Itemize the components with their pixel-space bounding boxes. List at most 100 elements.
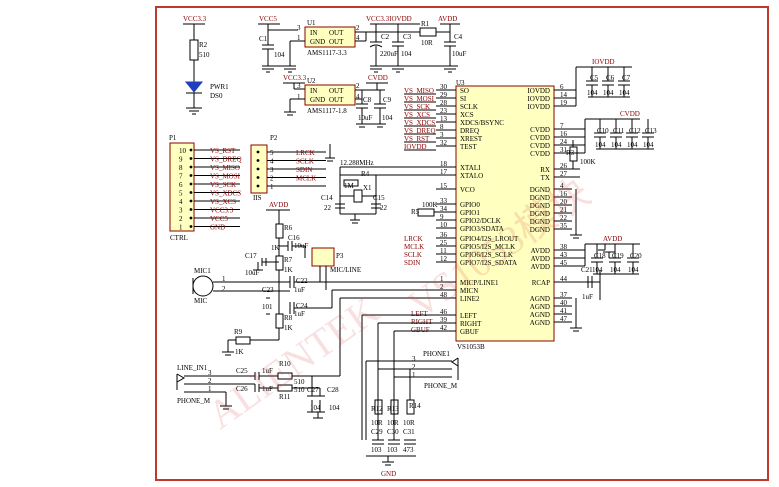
agnd-section [570,298,582,332]
rcap-section: C21 1uF [554,266,601,301]
u2-pinnum-3: 3 [297,82,301,90]
c4-ref: C4 [454,33,463,41]
c29-ref: C29 [371,428,383,436]
u3-pin-number: 32 [440,139,448,147]
line-in-jack-icon [176,373,186,390]
p1-pin-net: VCC3.3 [210,207,234,215]
p1-pin-number: 7 [179,173,183,181]
u2-pinnum-1: 1 [297,93,301,101]
c14-ref: C14 [321,194,333,202]
p1-pin-net: VS_XDCS [210,190,241,198]
u3-pin-number: 47 [560,315,568,323]
u3-pin-number: 6 [560,83,564,91]
c26-ref: C26 [236,385,248,393]
c15-ref: C15 [373,194,385,202]
p1-pin-dot [189,216,193,220]
decoupling-cap-value: 104 [611,141,622,149]
u3-pin-name: CVDD [530,150,550,158]
c25-value: 1uF [262,367,273,375]
mic-pin-2: 2 [222,285,226,293]
line-in-pin-2: 2 [208,377,212,385]
p1-pin-dot [189,157,193,160]
c23-ref: C23 [262,286,274,294]
u3-pin-net: SCLK [404,251,422,259]
p1-pin-number: 3 [179,207,183,215]
p1-pin-dot [189,199,193,203]
avdd-label-mic: AVDD [269,201,288,209]
p1-pin-net: VS_XCS [210,198,236,206]
u2-pinnum-2: 2 [356,82,360,90]
p1-pin-net: VS_MOSI [210,173,241,181]
r5-value: 100K [422,201,438,209]
u3-pin-number: 27 [560,170,568,178]
u3-pin-name: MICN [460,287,478,295]
u3-pin-name: TX [541,174,550,182]
decoupling-cap-value: 104 [610,266,621,274]
decoupling-cap-value: 104 [587,89,598,97]
r6-value: 1K [271,244,280,252]
u3-pin-name: XDCS/BSYNC [460,119,504,127]
u3-pin-number: 1 [440,275,444,283]
r10-value: 510 [294,378,305,386]
c23-value: 101 [262,303,273,311]
c30-ref: C30 [387,428,399,436]
u3-pin-name: DGND [530,202,550,210]
p1-pin-net: VS_MISO [210,164,240,172]
avdd-label: AVDD [603,235,622,243]
u2-ref: U2 [307,77,316,85]
r6-ref: R6 [284,224,293,232]
u1-pin-out2: OUT [329,38,344,46]
c11-ref: C11 [613,127,625,135]
r7-value: 1K [284,266,293,274]
u3-pin-name: GPIO7/I2S_SDATA [460,259,517,267]
u3-pin-number: 38 [560,243,568,251]
decoupling-cap-value: 104 [628,266,639,274]
p1-pin-number: 8 [179,164,183,172]
u1-pinnum-2: 2 [356,24,360,32]
u3-pin-name: GPIO3/SDATA [460,225,504,233]
c25-ref: C25 [236,367,248,375]
u2-pin-out: OUT [329,87,344,95]
u3-pin-name: GPIO4/I2S_LROUT [460,235,519,243]
r8-ref: R8 [284,314,293,322]
c26-value: 1uF [262,385,273,393]
p1-pin-number: 10 [179,147,187,155]
u3-pin-name: VCO [460,186,475,194]
u3-pin-name: XREST [460,135,483,143]
u3-pin-number: 45 [560,259,568,267]
u3-pin-number: 17 [440,168,448,176]
u1-pinnum-1: 1 [297,34,301,42]
u3-pin-net: VS_XCS [404,111,430,119]
p1-pin-net: VS_DREQ [210,156,242,164]
c22-value: 1uF [294,286,305,294]
u3-pin-number: 40 [560,299,568,307]
c16-ref: C16 [288,234,300,242]
dgnd-section [570,189,582,239]
u3-pin-name: GPIO0 [460,201,480,209]
u3-pin-number: 34 [440,205,448,213]
p3-name: MIC/LINE [330,266,361,274]
u3-pin-number: 25 [440,239,448,247]
u3-pin-name: RX [540,166,550,174]
c4-value: 10uF [452,50,467,58]
u3-pin-name: RIGHT [460,320,482,328]
u3-pin-net: IOVDD [404,143,427,151]
u3-pin-name: IOVDD [527,103,550,111]
r3-value: 100K [580,158,596,166]
u3-pin-name: DGND [530,186,550,194]
decoupling-cap-value: 104 [603,89,614,97]
mic-bias-network: AVDD R6 1K R7 1K R8 1K R9 1K C16 10uF [192,201,456,356]
c9-ref: C9 [383,96,392,104]
u3-pin-name: AGND [530,311,550,319]
c28-ref: C28 [327,386,339,394]
u3-pin-number: 36 [440,231,448,239]
c3-ref: C3 [403,33,412,41]
p2-pin-number: 4 [270,158,274,166]
p1-pin-net: GND [210,224,225,232]
c31-value: 473 [403,446,414,454]
avdd-label-top: AVDD [438,15,457,23]
c31-ref: C31 [403,428,415,436]
